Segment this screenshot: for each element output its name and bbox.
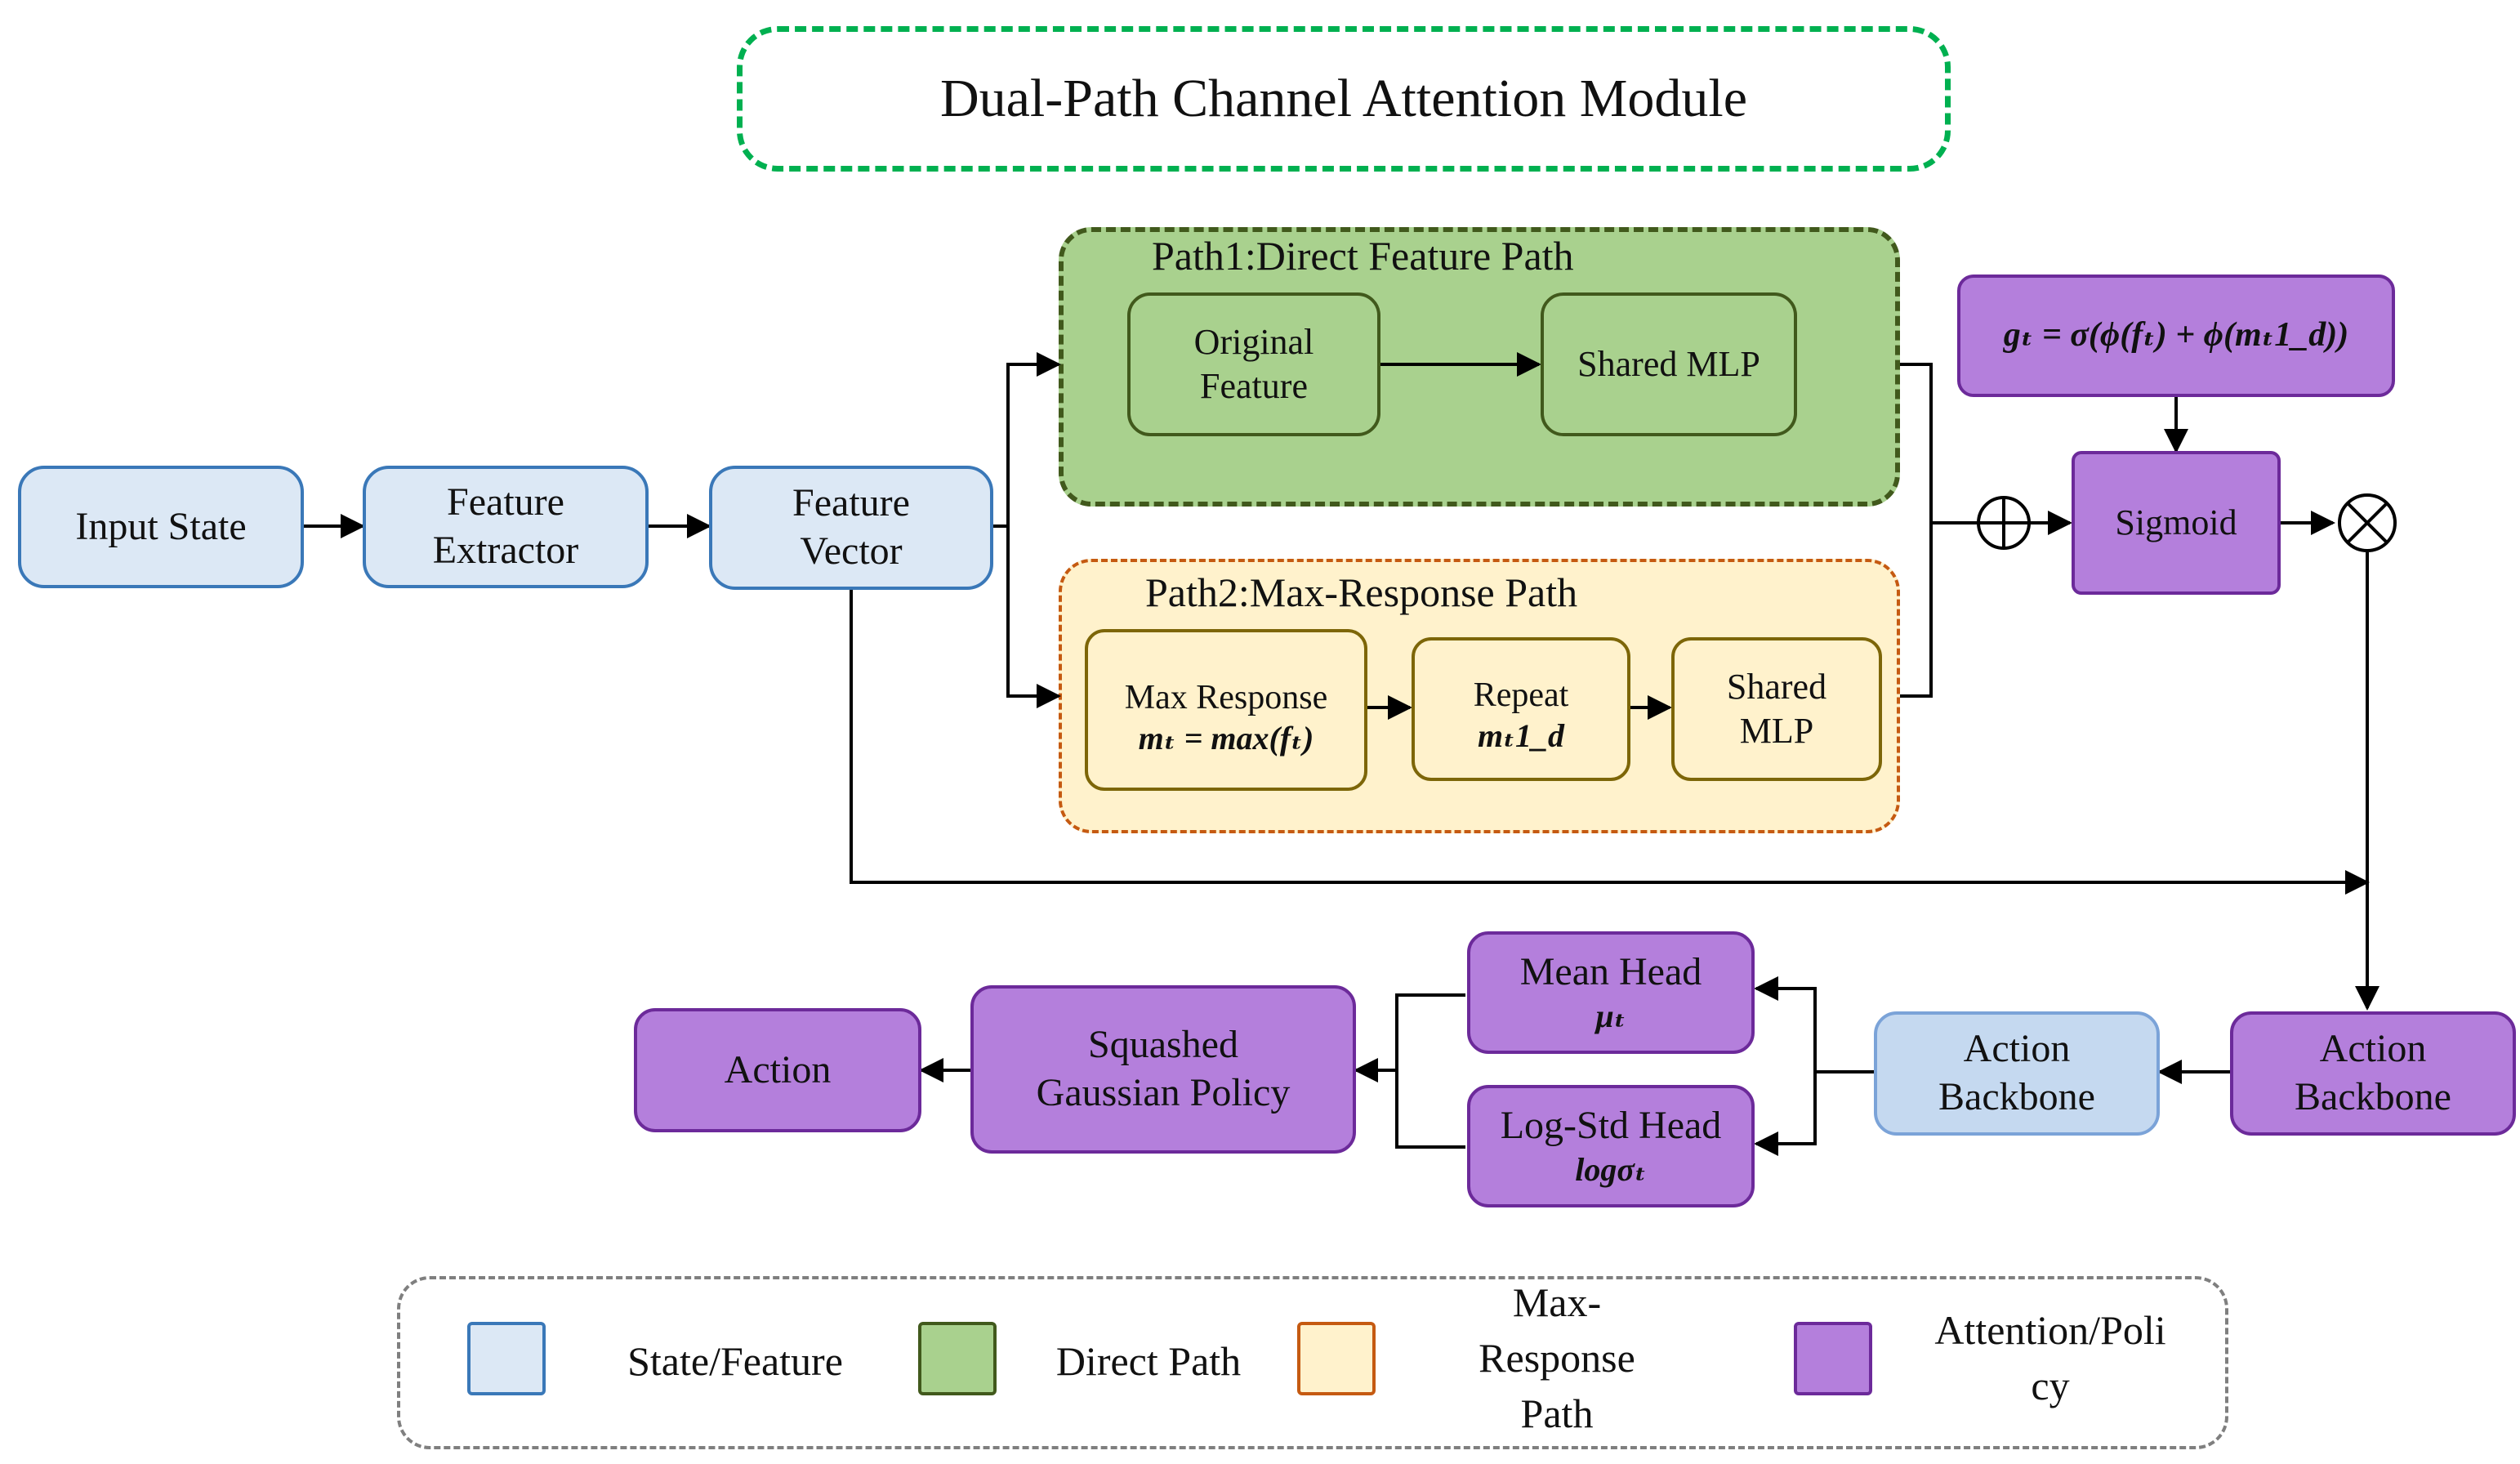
edge-backbone-to-heads (1754, 976, 1874, 1073)
path1-title: Path1:Direct Feature Path (1152, 233, 1574, 279)
title-box: Dual-Path Channel Attention Module (737, 26, 1951, 172)
legend-label-attention-line2: cy (2031, 1363, 2070, 1408)
action-label: Action (724, 1047, 832, 1091)
feature-vector-node: Feature Vector (709, 466, 993, 590)
legend-swatch-attention-policy (1794, 1322, 1872, 1395)
action-backbone-attention-label-line1: Action (2319, 1027, 2427, 1071)
action-backbone-attention-node: Action Backbone (2230, 1011, 2516, 1136)
edge-backbone-to-logstd (1754, 1072, 1817, 1156)
sum-operator (1977, 496, 2031, 550)
original-feature-node: Original Feature (1127, 292, 1380, 436)
legend-box (397, 1276, 2228, 1449)
edge-path2-to-sum (1900, 523, 1933, 698)
edge-vector-to-path2 (1006, 526, 1061, 708)
legend-swatch-state-feature (467, 1322, 546, 1395)
sigmoid-label: Sigmoid (2115, 502, 2237, 543)
original-feature-label-line1: Original (1193, 322, 1314, 363)
repeat-formula: mₜ1_d (1478, 717, 1564, 755)
policy-label-line1: Squashed (1088, 1023, 1238, 1067)
edge-vector-skip (850, 590, 2370, 895)
log-std-head-label: Log-Std Head (1500, 1104, 1722, 1148)
legend-swatch-max-response-path (1297, 1322, 1376, 1395)
max-response-formula: mₜ = max(fₜ) (1138, 720, 1314, 757)
path2-title: Path2:Max-Response Path (1145, 569, 1578, 615)
original-feature-label-line2: Feature (1200, 366, 1308, 406)
input-state-label: Input State (75, 504, 247, 548)
shared-mlp-path1-node: Shared MLP (1541, 292, 1797, 436)
squashed-gaussian-policy-node: Squashed Gaussian Policy (970, 985, 1356, 1154)
shared-mlp-path2-label-line1: Shared (1726, 667, 1827, 707)
action-backbone-feature-label-line1: Action (1963, 1027, 2071, 1071)
legend-label-max-response-path: Max- Response Path (1434, 1274, 1679, 1441)
repeat-node: Repeat mₜ1_d (1412, 637, 1630, 781)
legend-label-max-response-line1: Max- (1512, 1279, 1602, 1325)
repeat-label: Repeat (1473, 676, 1569, 714)
policy-label-line2: Gaussian Policy (1036, 1071, 1291, 1114)
mean-head-label: Mean Head (1519, 950, 1702, 994)
feature-vector-label-line1: Feature (792, 481, 910, 525)
action-backbone-feature-node: Action Backbone (1874, 1011, 2160, 1136)
edge-path1-to-sum (1900, 363, 1978, 524)
mean-head-node: Mean Head μₜ (1467, 931, 1755, 1054)
mean-head-symbol: μₜ (1595, 997, 1626, 1034)
product-operator (2338, 493, 2397, 552)
log-std-head-node: Log-Std Head logσₜ (1467, 1085, 1755, 1207)
legend-label-attention-line1: Attention/Poli (1934, 1307, 2166, 1353)
gate-formula-node: gₜ = σ(ϕ(fₜ) + ϕ(mₜ1_d)) (1957, 274, 2395, 397)
legend-label-max-response-line3: Path (1520, 1390, 1594, 1436)
edge-vector-to-paths (993, 352, 1061, 528)
feature-extractor-node: Feature Extractor (363, 466, 649, 588)
max-response-label: Max Response (1124, 678, 1328, 716)
shared-mlp-path2-label-line2: MLP (1739, 711, 1814, 751)
action-backbone-attention-label-line2: Backbone (2295, 1075, 2451, 1118)
sigmoid-node: Sigmoid (2072, 451, 2281, 595)
diagram-title: Dual-Path Channel Attention Module (939, 69, 1748, 128)
feature-vector-label-line2: Vector (800, 529, 903, 573)
max-response-node: Max Response mₜ = max(fₜ) (1085, 629, 1367, 791)
legend-label-max-response-line2: Response (1479, 1335, 1635, 1381)
edge-heads-to-policy (1395, 993, 1465, 1149)
action-node: Action (634, 1008, 921, 1132)
legend-label-direct-path: Direct Path (1055, 1338, 1242, 1384)
shared-mlp-path1-label: Shared MLP (1577, 344, 1760, 385)
legend-label-attention-policy: Attention/Poli cy (1895, 1302, 2206, 1413)
legend-swatch-direct-path (918, 1322, 997, 1395)
log-std-head-symbol: logσₜ (1575, 1150, 1647, 1188)
input-state-node: Input State (18, 466, 304, 588)
legend-label-state-feature: State/Feature (627, 1338, 843, 1384)
shared-mlp-path2-node: Shared MLP (1671, 637, 1882, 781)
action-backbone-feature-label-line2: Backbone (1938, 1075, 2095, 1118)
feature-extractor-label-line2: Extractor (432, 529, 579, 572)
gate-formula: gₜ = σ(ϕ(fₜ) + ϕ(mₜ1_d)) (2003, 316, 2349, 355)
feature-extractor-label-line1: Feature (447, 480, 564, 524)
